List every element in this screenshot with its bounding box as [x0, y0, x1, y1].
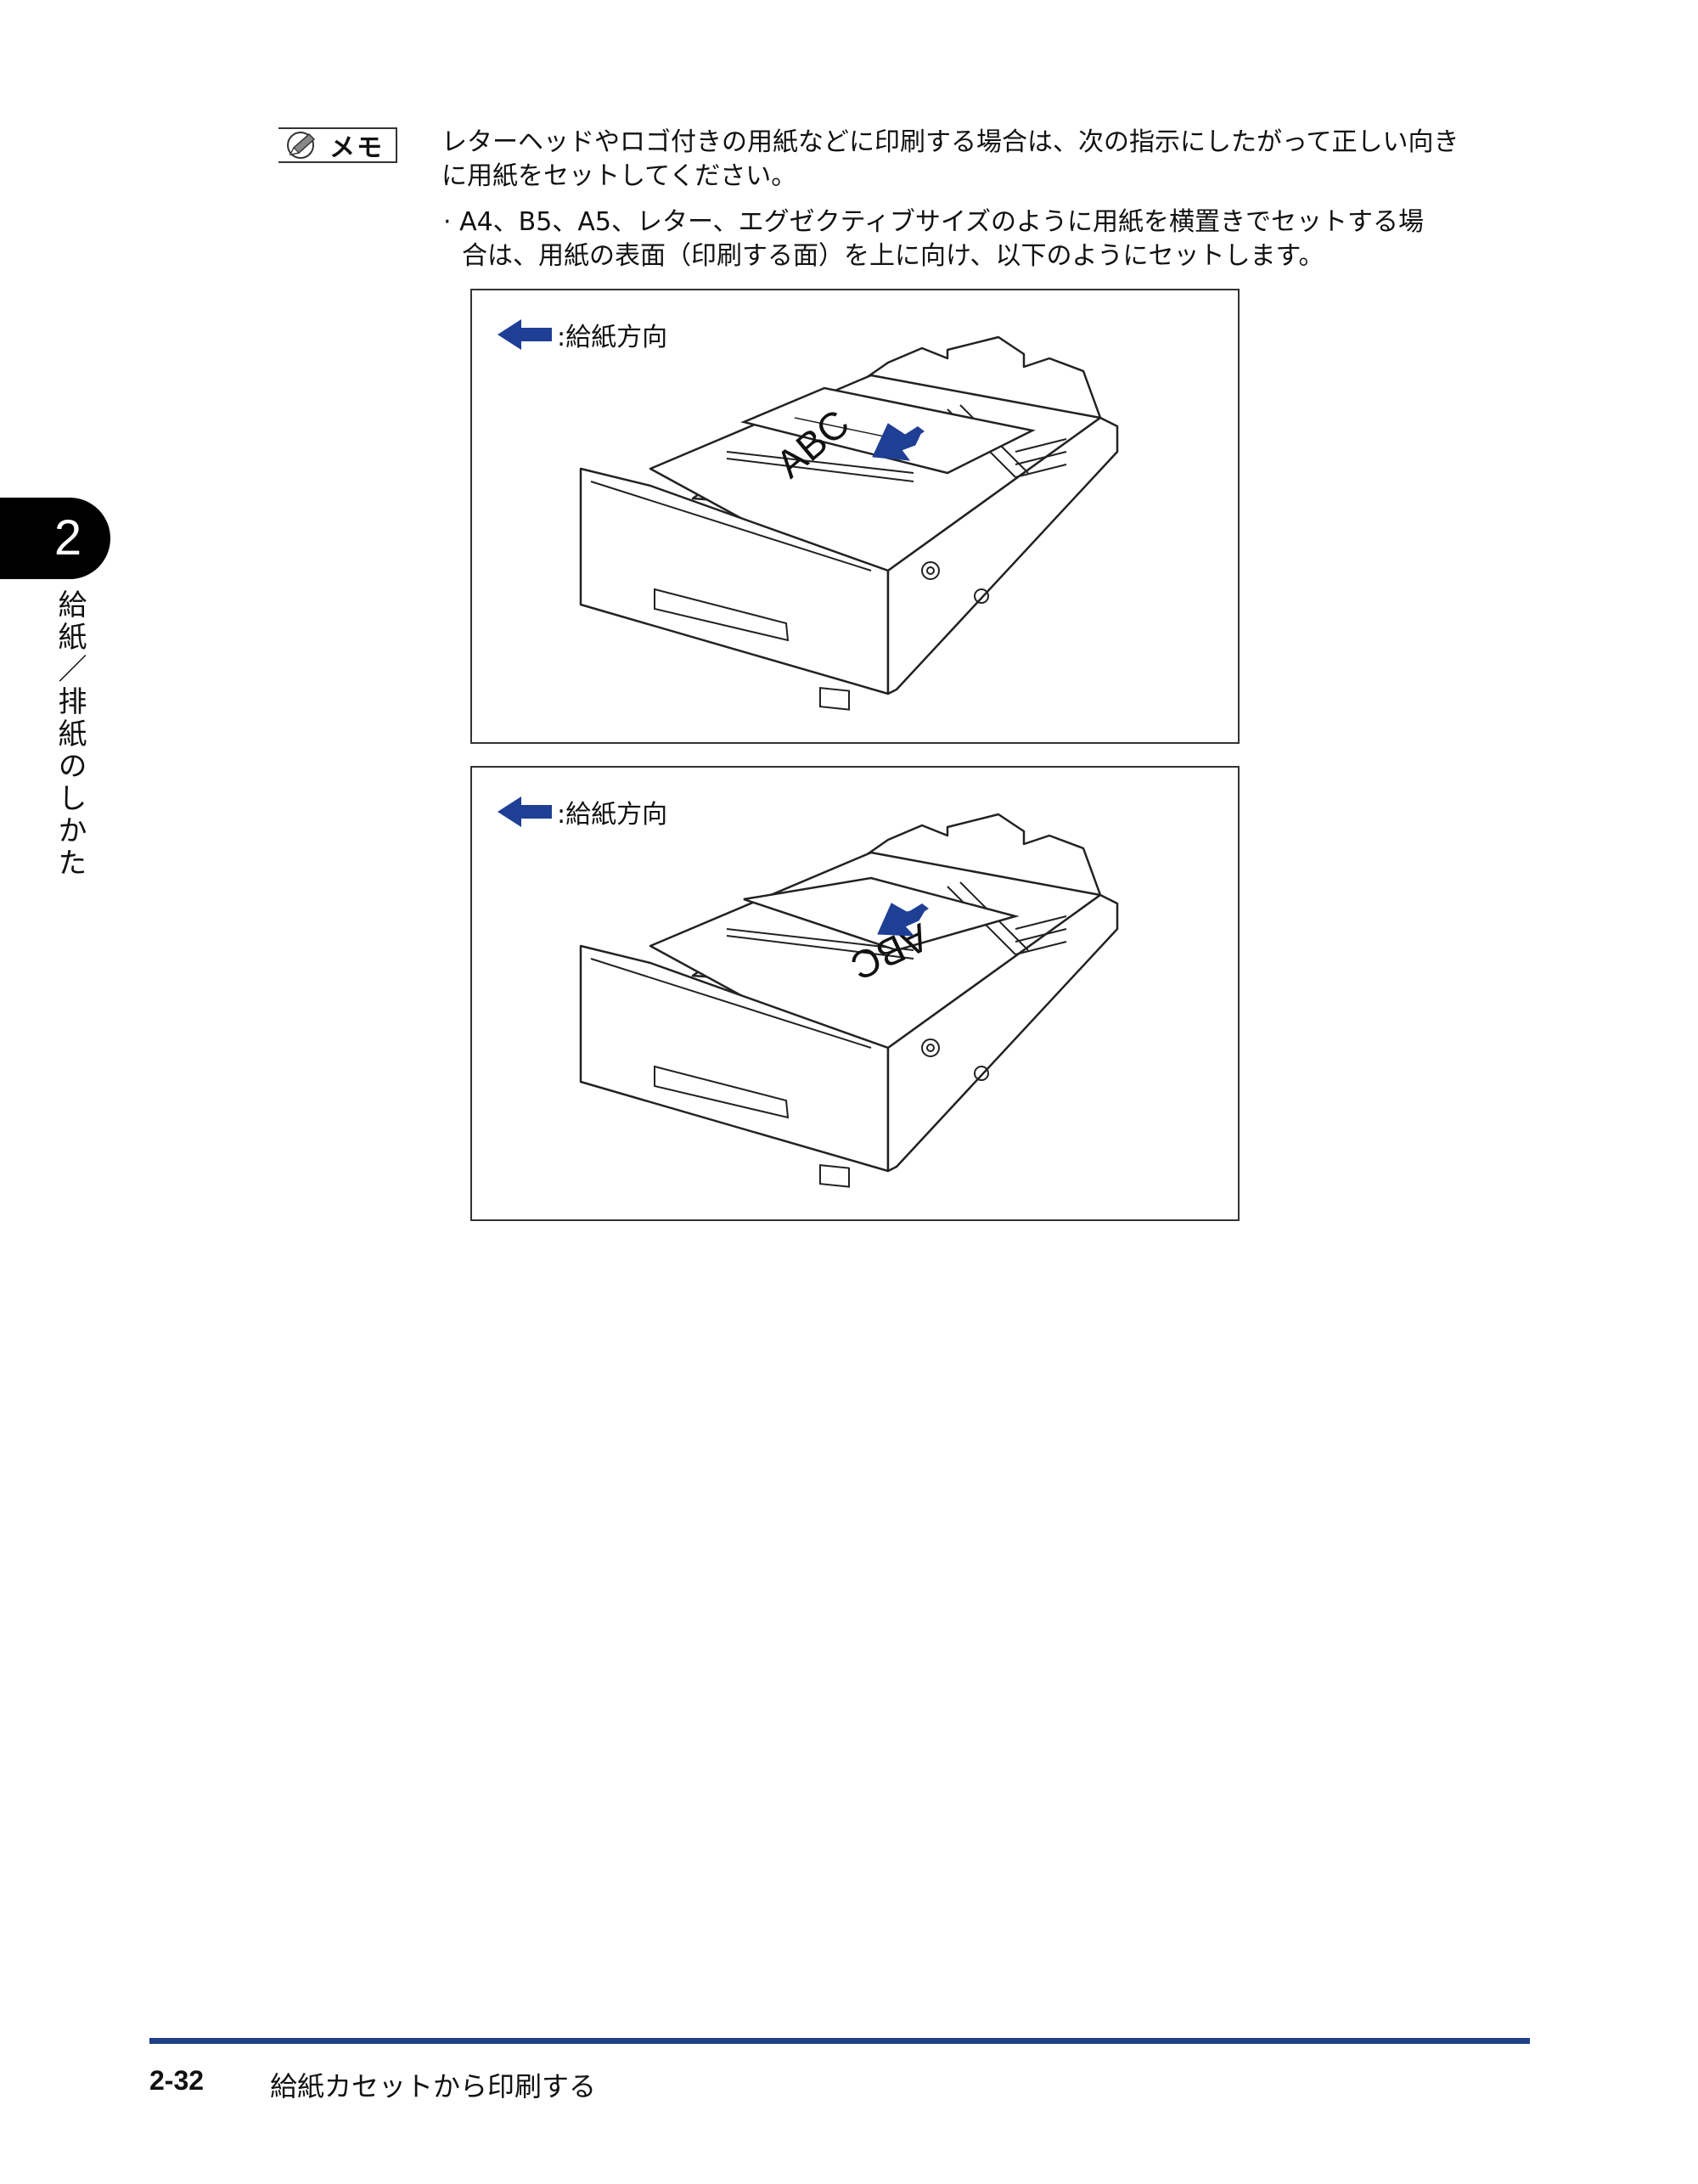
chapter-number: 2: [53, 510, 82, 566]
chapter-title: 給紙／排紙のしかた: [53, 589, 87, 880]
memo-badge: メモ: [278, 127, 397, 163]
footer-rule: [149, 2038, 1530, 2044]
tray-figure-rotated: ABC :給紙方向: [470, 766, 1240, 1221]
feed-direction-legend: :給紙方向: [496, 316, 667, 353]
section-title: 給紙カセットから印刷する: [270, 2070, 597, 2102]
arrow-left-icon: [498, 796, 552, 827]
arrow-left-icon: [498, 319, 552, 350]
pencil-icon: [287, 132, 316, 159]
memo-paragraph: レターヘッドやロゴ付きの用紙などに印刷する場合は、次の指示にしたがって正しい向き…: [441, 126, 1528, 194]
legend-label: :給紙方向: [557, 800, 668, 830]
feed-direction-legend: :給紙方向: [496, 793, 667, 830]
memo-bullet: · A4、B5、A5、レター、エグゼクティブサイズのように用紙を横置きでセットす…: [443, 205, 1530, 273]
memo-paragraph-line: に用紙をセットしてください。: [441, 161, 797, 191]
paper-cassette-illustration: ABC: [579, 813, 1119, 1188]
memo-paragraph-line: レターヘッドやロゴ付きの用紙などに印刷する場合は、次の指示にしたがって正しい向き: [441, 127, 1459, 157]
chapter-tab: [0, 498, 110, 579]
memo-bullet-line: 合は、用紙の表面（印刷する面）を上に向け、以下のようにセットします。: [462, 241, 1324, 271]
page-number: 2-32: [149, 2065, 205, 2096]
memo-bullet-line: · A4、B5、A5、レター、エグゼクティブサイズのように用紙を横置きでセットす…: [443, 207, 1424, 237]
paper-cassette-illustration: ABC: [579, 335, 1119, 711]
legend-label: :給紙方向: [557, 323, 668, 352]
tray-figure-upright: ABC :給紙方向: [470, 289, 1240, 744]
memo-label: メモ: [329, 133, 384, 163]
